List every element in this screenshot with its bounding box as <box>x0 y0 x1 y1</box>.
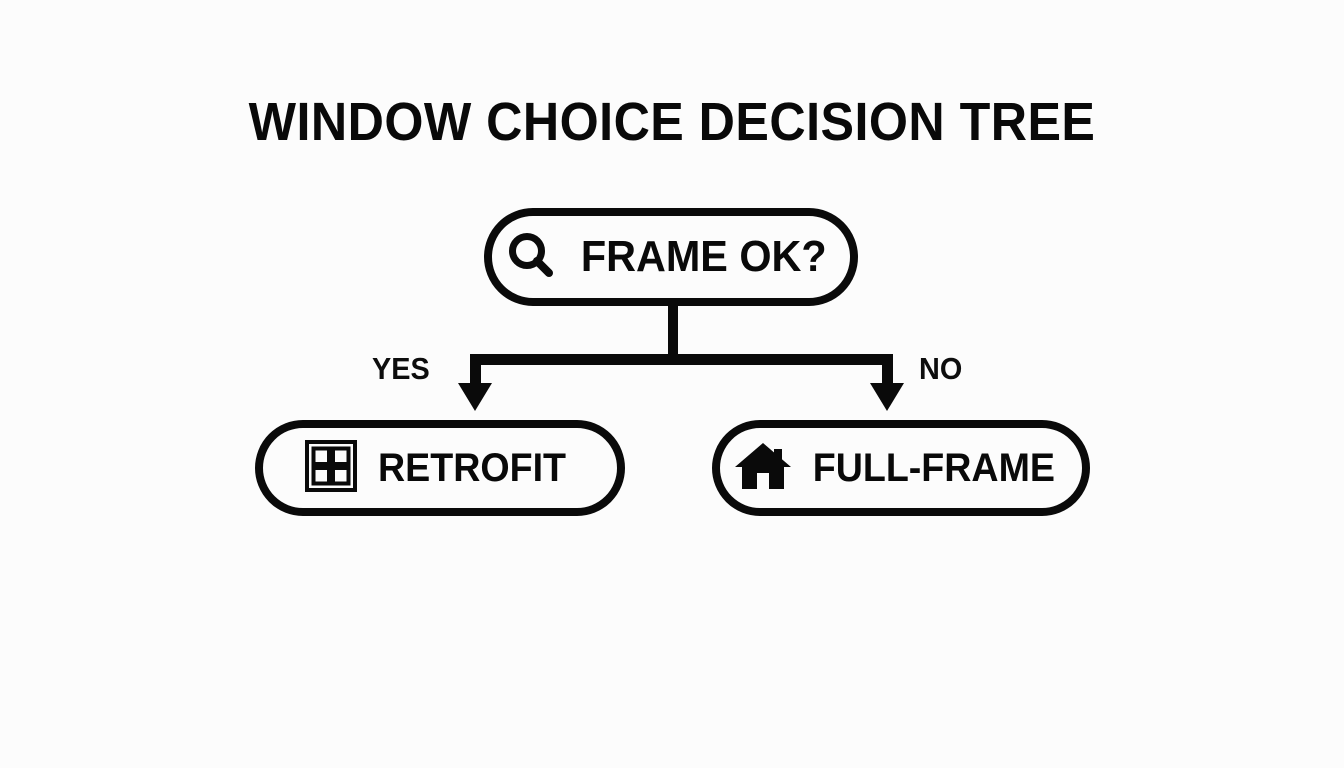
edge-label-yes: YES <box>372 351 430 386</box>
connector-drop-no <box>882 354 893 385</box>
node-full-frame[interactable]: FULL-FRAME <box>712 420 1090 516</box>
arrowhead-no-icon <box>870 383 904 411</box>
page-title: WINDOW CHOICE DECISION TREE <box>248 92 1096 152</box>
connector-root-stem <box>668 305 678 360</box>
node-frame-ok-label: FRAME OK? <box>581 232 827 281</box>
connector-drop-yes <box>470 354 481 385</box>
connector-horizontal-bus <box>470 354 893 365</box>
node-retrofit-label: RETROFIT <box>377 446 566 490</box>
edge-label-no: NO <box>919 351 963 386</box>
node-frame-ok[interactable]: FRAME OK? <box>484 208 858 306</box>
node-retrofit[interactable]: RETROFIT <box>255 420 625 516</box>
arrowhead-yes-icon <box>458 383 492 411</box>
house-icon <box>735 439 792 498</box>
node-full-frame-label: FULL-FRAME <box>812 446 1056 490</box>
magnifier-icon <box>503 227 559 288</box>
window-icon <box>304 439 358 498</box>
